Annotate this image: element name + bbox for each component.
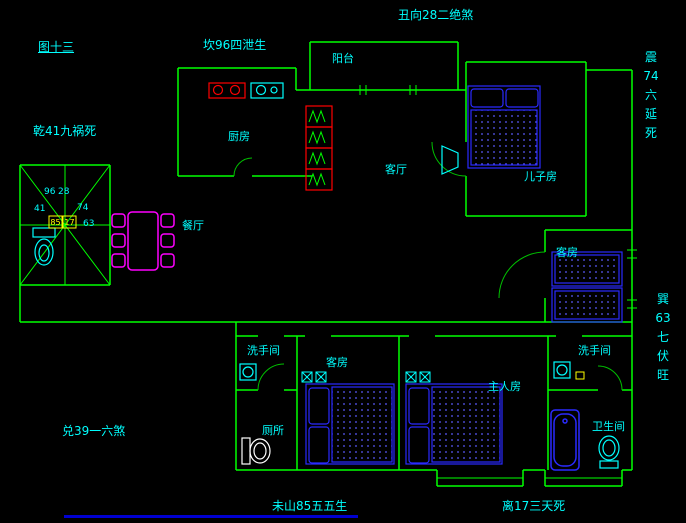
room-label-toilet: 厕所 [262, 424, 284, 437]
annotation-bottom-right: 离17三天死 [502, 499, 566, 513]
room-label-washroom-right: 洗手间 [578, 344, 611, 357]
stove-icon [208, 82, 246, 99]
room-label-bathroom: 卫生间 [592, 420, 625, 433]
room-label-washroom-left: 洗手间 [247, 344, 280, 357]
dining-set-icon [111, 211, 175, 271]
room-label-dining-room: 餐厅 [182, 219, 204, 232]
bathtub-icon [550, 409, 580, 471]
annotation-right-upper: 震 74 六 延 死 [643, 50, 659, 140]
compass-number-96: 96 [44, 187, 56, 197]
compass-toilet-icon [32, 227, 56, 266]
room-label-guest-room-bottom: 客房 [326, 356, 348, 369]
son-bed-icon [467, 85, 541, 169]
compass-yellow-number-85: 85 [50, 218, 61, 227]
room-label-kitchen: 厨房 [228, 130, 250, 143]
yellow-marker [575, 371, 585, 380]
annotation-right-lower: 巽 63 七 伏 旺 [655, 292, 671, 382]
basin-right-icon [553, 361, 571, 379]
figure-title: 图十三 [38, 40, 75, 54]
compass-number-41: 41 [34, 204, 46, 214]
room-label-balcony: 阳台 [332, 52, 354, 65]
window-ticks [359, 85, 637, 479]
bathroom-toilet-icon [598, 435, 620, 469]
guest-bottom-bed-icon [305, 383, 395, 465]
nightstand-icons [301, 371, 431, 383]
master-bed-icon [405, 383, 503, 465]
annotation-bottom-left: 未山85五五生 [272, 499, 348, 513]
compass-number-74: 74 [77, 203, 89, 213]
room-label-guest-room-right: 客房 [556, 246, 578, 259]
room-label-living-room: 客厅 [385, 163, 407, 176]
cabinet-icon [305, 105, 333, 191]
compass-number-28: 28 [58, 187, 70, 197]
room-label-master-room: 主人房 [488, 380, 521, 393]
annotation-left-upper: 乾41九祸死 [33, 124, 97, 138]
room-label-son-room: 儿子房 [524, 170, 557, 183]
guest-right-beds-icon [551, 251, 623, 323]
annotation-top: 丑向28二绝煞 [398, 8, 474, 22]
compass-yellow-boxes [48, 215, 77, 229]
toilet-icon [241, 437, 271, 465]
basin-left-icon [239, 363, 257, 381]
compass-number-63: 63 [83, 219, 95, 229]
horizontal-scrollbar[interactable] [64, 515, 358, 518]
annotation-top-left: 坎96四泄生 [203, 38, 267, 52]
annotation-left-lower: 兑39一六煞 [62, 424, 126, 438]
compass-yellow-number-17: 17 [64, 218, 75, 227]
wall-speaker-icon [441, 145, 459, 175]
sink-icon [250, 82, 284, 99]
compass-spokes [19, 164, 111, 286]
